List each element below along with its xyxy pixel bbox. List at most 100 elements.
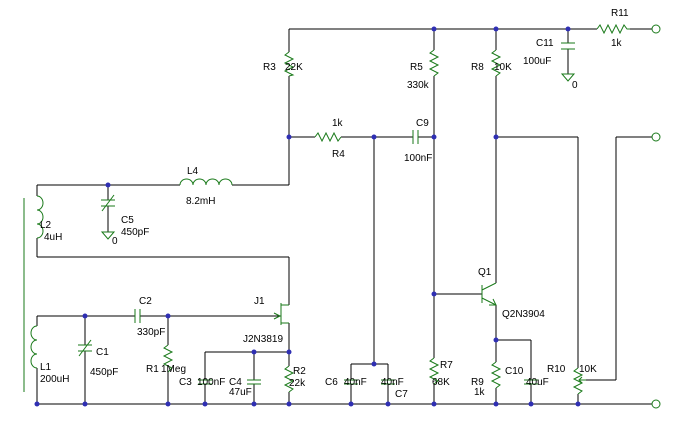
- r9-value: 1k: [474, 387, 486, 398]
- r9-resistor: [490, 361, 502, 389]
- labels: R11 1k C11 100uF 0 R3 22K R5 330k R8 10K…: [40, 8, 629, 400]
- c10-name: C10: [505, 366, 524, 377]
- r10-potentiometer: [572, 367, 584, 395]
- c4-name: C4: [229, 377, 242, 388]
- junction-dot: [385, 401, 391, 407]
- junction-dot: [493, 134, 499, 140]
- terminal-ground: [651, 399, 661, 409]
- r7-resistor: [428, 357, 440, 385]
- c9-name: C9: [416, 118, 429, 129]
- r5-name: R5: [410, 62, 423, 73]
- c3-capacitor: [198, 379, 212, 385]
- r4-name: R4: [332, 149, 345, 160]
- c11-capacitor: [561, 42, 575, 50]
- r7-name: R7: [440, 360, 453, 371]
- l1-inductor: [30, 325, 38, 369]
- junction-dot: [286, 401, 292, 407]
- c9-capacitor: [412, 130, 419, 144]
- r1-resistor: [162, 344, 174, 373]
- c7-capacitor: [381, 379, 395, 385]
- q1-npn-transistor: [481, 282, 497, 306]
- c1-name: C1: [96, 347, 109, 358]
- c4-capacitor: [247, 379, 261, 385]
- r8-name: R8: [471, 62, 484, 73]
- j1-name: J1: [254, 296, 265, 307]
- r7-value: 68K: [432, 377, 450, 388]
- c11-ground-label: 0: [572, 80, 578, 91]
- junction-dot: [286, 349, 292, 355]
- l1-value: 200uH: [40, 374, 69, 385]
- c6-value: 40nF: [344, 377, 367, 388]
- c2-capacitor: [134, 309, 141, 323]
- junction-dot: [493, 26, 499, 32]
- r9-name: R9: [471, 377, 484, 388]
- junction-dot: [348, 401, 354, 407]
- l1-name: L1: [40, 362, 52, 373]
- r10-name: R10: [547, 364, 566, 375]
- c3-value: 100nF: [197, 377, 225, 388]
- r5-resistor: [428, 49, 440, 77]
- junction-dot: [165, 313, 171, 319]
- r3-value: 22K: [285, 62, 303, 73]
- c6-name: C6: [325, 377, 338, 388]
- junction-dot: [493, 337, 499, 343]
- c3-name: C3: [179, 377, 192, 388]
- r10-value: 10K: [579, 364, 597, 375]
- r3-resistor: [283, 51, 295, 77]
- junction-dot: [165, 401, 171, 407]
- r2-value: 22k: [289, 378, 306, 389]
- q1-value: Q2N3904: [502, 309, 545, 320]
- c5-name: C5: [121, 215, 134, 226]
- r2-name: R2: [293, 366, 306, 377]
- c5-ground-symbol: [100, 231, 116, 240]
- junction-dot: [431, 134, 437, 140]
- c7-value: 40nF: [381, 377, 404, 388]
- c11-value: 100uF: [523, 56, 551, 67]
- c2-value: 330pF: [137, 327, 165, 338]
- junction-dot: [565, 26, 571, 32]
- c5-capacitor: [101, 194, 115, 212]
- junction-dot: [493, 401, 499, 407]
- junction-dot: [105, 182, 111, 188]
- r8-value: 10K: [494, 62, 512, 73]
- c9-value: 100nF: [404, 153, 432, 164]
- junction-dot: [251, 349, 257, 355]
- junction-dot: [82, 313, 88, 319]
- junction-dot: [431, 291, 437, 297]
- r11-value: 1k: [611, 38, 623, 49]
- c6-capacitor: [344, 379, 358, 385]
- c10-capacitor: [524, 379, 538, 385]
- l2-inductor: [36, 195, 44, 239]
- terminals: [651, 24, 661, 409]
- j1-jfet: [273, 303, 289, 325]
- c7-name: C7: [395, 389, 408, 400]
- l2-value: 4uH: [44, 232, 62, 243]
- j1-value: J2N3819: [243, 334, 283, 345]
- l4-value: 8.2mH: [186, 196, 215, 207]
- components: [23, 23, 630, 395]
- c5-value: 450pF: [121, 227, 149, 238]
- junction-dot: [371, 361, 377, 367]
- r2-resistor: [283, 365, 295, 393]
- junction-dot: [528, 401, 534, 407]
- r4-resistor: [314, 131, 342, 143]
- terminal-output: [651, 132, 661, 142]
- r11-resistor: [596, 23, 630, 35]
- junction-dot: [575, 401, 581, 407]
- junction-dot: [251, 401, 257, 407]
- q1-name: Q1: [478, 267, 492, 278]
- terminal-supply: [651, 24, 661, 34]
- junction-dot: [286, 134, 292, 140]
- c11-name: C11: [536, 38, 554, 49]
- l4-name: L4: [187, 166, 199, 177]
- c4-value: 47uF: [229, 387, 252, 398]
- c10-value: 40uF: [526, 377, 549, 388]
- c1-capacitor: [78, 339, 92, 357]
- wires: [36, 28, 652, 405]
- c1-value: 450pF: [90, 367, 118, 378]
- l2-name: L2: [40, 220, 52, 231]
- junction-dot: [202, 401, 208, 407]
- r4-value: 1k: [332, 118, 344, 129]
- r8-resistor: [490, 49, 502, 77]
- c2-name: C2: [139, 296, 152, 307]
